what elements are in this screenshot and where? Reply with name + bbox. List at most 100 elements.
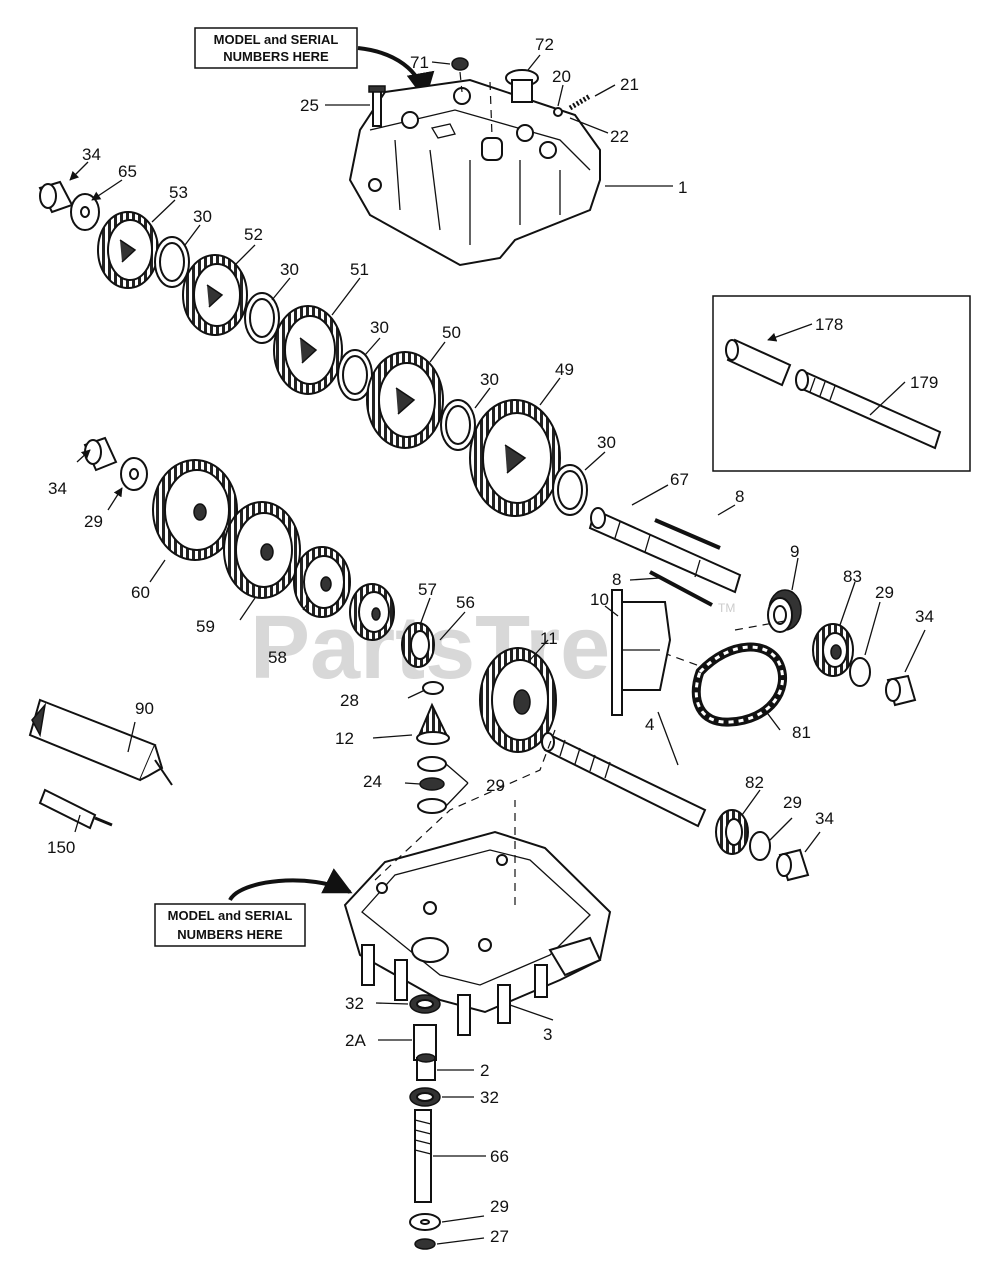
label-1: 1 <box>678 178 687 197</box>
gear <box>366 351 444 449</box>
label-50: 50 <box>442 323 461 342</box>
gear <box>293 546 351 618</box>
svg-text:MODEL and SERIAL: MODEL and SERIAL <box>214 32 339 47</box>
housing-cover <box>348 78 601 267</box>
label-30: 30 <box>280 260 299 279</box>
leader-lines <box>69 54 926 1245</box>
bushing <box>767 589 802 633</box>
gear <box>152 459 238 561</box>
svg-text:NUMBERS HERE: NUMBERS HERE <box>223 49 329 64</box>
label-34: 34 <box>48 479 67 498</box>
pinion-gear <box>416 702 450 745</box>
label-72: 72 <box>535 35 554 54</box>
label-11: 11 <box>540 629 558 648</box>
label-52: 52 <box>244 225 263 244</box>
label-29: 29 <box>875 583 894 602</box>
housing-base <box>343 830 612 1036</box>
bushing <box>776 848 810 882</box>
label-66: 66 <box>490 1147 509 1166</box>
washer <box>417 756 447 772</box>
watermark-tm: TM <box>718 601 735 615</box>
shift-fork <box>611 589 672 716</box>
label-29: 29 <box>490 1197 509 1216</box>
label-71: 71 <box>410 53 429 72</box>
label-28: 28 <box>340 691 359 710</box>
bearing <box>416 1053 436 1081</box>
label-3: 3 <box>543 1025 552 1044</box>
label-2A: 2A <box>345 1031 366 1050</box>
label-179: 179 <box>910 373 938 392</box>
label-34: 34 <box>82 145 101 164</box>
label-30: 30 <box>480 370 499 389</box>
axle-shaft <box>541 732 707 828</box>
label-20: 20 <box>552 67 571 86</box>
gear <box>349 583 395 641</box>
label-60: 60 <box>131 583 150 602</box>
label-32: 32 <box>480 1088 499 1107</box>
retaining-ring <box>422 681 444 695</box>
bushing <box>38 180 74 214</box>
bushing <box>83 436 118 472</box>
svg-text:NUMBERS HERE: NUMBERS HERE <box>177 927 283 942</box>
gear <box>223 501 301 599</box>
oil-seal <box>409 994 441 1014</box>
part-labels: 34 65 53 30 52 30 51 30 50 30 49 30 67 8… <box>47 35 938 1246</box>
sprocket <box>715 809 749 855</box>
label-2: 2 <box>480 1061 489 1080</box>
label-178: 178 <box>815 315 843 334</box>
label-30: 30 <box>193 207 212 226</box>
label-27: 27 <box>490 1227 509 1246</box>
chain <box>691 642 788 727</box>
note-model-serial-bottom: MODEL and SERIAL NUMBERS HERE <box>154 868 353 947</box>
label-67: 67 <box>670 470 689 489</box>
gear <box>273 305 343 395</box>
label-29: 29 <box>783 793 802 812</box>
label-12: 12 <box>335 729 354 748</box>
retaining-ring <box>414 1238 436 1250</box>
label-90: 90 <box>135 699 154 718</box>
label-10: 10 <box>590 590 609 609</box>
label-57: 57 <box>418 580 437 599</box>
label-83: 83 <box>843 567 862 586</box>
sealant-tube <box>28 698 173 786</box>
plug <box>505 69 539 103</box>
label-34: 34 <box>815 809 834 828</box>
label-8: 8 <box>612 570 621 589</box>
label-30: 30 <box>370 318 389 337</box>
label-150: 150 <box>47 838 75 857</box>
washer <box>417 798 447 814</box>
label-81: 81 <box>792 723 811 742</box>
oil-seal <box>409 1087 441 1107</box>
bevel-gear <box>479 647 557 753</box>
key <box>649 570 713 607</box>
label-21: 21 <box>620 75 639 94</box>
nut <box>451 57 469 71</box>
spring <box>568 93 592 111</box>
gear <box>401 622 435 668</box>
sprocket <box>812 623 854 677</box>
label-29: 29 <box>486 776 505 795</box>
label-22: 22 <box>610 127 629 146</box>
ball <box>553 107 563 117</box>
thrust-bearing <box>419 777 445 791</box>
washer <box>849 657 871 687</box>
label-29: 29 <box>84 512 103 531</box>
label-4: 4 <box>645 715 654 734</box>
key <box>654 518 721 550</box>
label-82: 82 <box>745 773 764 792</box>
inset-box <box>712 295 971 472</box>
gear <box>182 254 248 336</box>
label-49: 49 <box>555 360 574 379</box>
bushing <box>885 674 917 707</box>
axle <box>414 1109 432 1203</box>
label-53: 53 <box>169 183 188 202</box>
svg-text:MODEL and SERIAL: MODEL and SERIAL <box>168 908 293 923</box>
label-59: 59 <box>196 617 215 636</box>
label-65: 65 <box>118 162 137 181</box>
grease-tube <box>38 788 113 830</box>
label-58: 58 <box>268 648 287 667</box>
label-34: 34 <box>915 607 934 626</box>
screw <box>368 85 386 127</box>
